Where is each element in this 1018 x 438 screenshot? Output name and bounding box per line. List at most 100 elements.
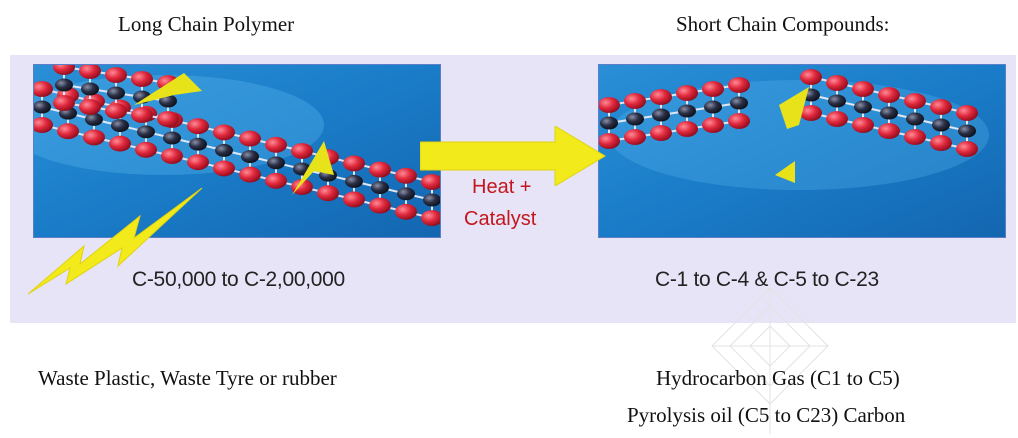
red-atom	[904, 129, 926, 145]
red-atom	[79, 65, 101, 79]
red-atom	[131, 107, 153, 123]
carbon-atom	[958, 124, 976, 138]
red-atom	[599, 97, 620, 113]
carbon-atom	[600, 116, 618, 130]
red-atom	[702, 117, 724, 133]
carbon-atom	[241, 150, 259, 164]
red-atom	[53, 95, 75, 111]
short-chain-carbon-range: C-1 to C-4 & C-5 to C-23	[655, 268, 879, 291]
carbon-atom	[85, 112, 103, 126]
red-atom	[317, 185, 339, 202]
red-atom	[956, 141, 978, 157]
red-atom	[53, 65, 75, 75]
carbon-atom	[81, 82, 99, 96]
red-atom	[852, 117, 874, 133]
feedstock-label: Waste Plastic, Waste Tyre or rubber	[38, 366, 337, 390]
carbon-atom	[626, 112, 644, 126]
red-atom	[852, 81, 874, 97]
red-atom	[599, 133, 620, 149]
red-atom	[131, 71, 153, 87]
red-atom	[702, 81, 724, 97]
carbon-atom	[159, 94, 177, 108]
red-atom	[157, 111, 179, 127]
red-atom	[105, 67, 127, 83]
red-atom	[395, 167, 417, 184]
red-atom	[109, 135, 131, 152]
red-atom	[265, 136, 287, 153]
polymer-chain	[34, 65, 440, 226]
red-atom	[83, 129, 105, 146]
red-atom	[650, 89, 672, 105]
red-atom	[676, 121, 698, 137]
long-chain-polymer-image	[33, 64, 441, 238]
carbon-atom	[730, 96, 748, 110]
carbon-atom	[932, 118, 950, 132]
red-atom	[34, 117, 53, 133]
red-atom	[105, 103, 127, 119]
product-oil-label: Pyrolysis oil (C5 to C23) Carbon	[627, 403, 906, 427]
watermark-graphic	[711, 287, 829, 434]
red-atom	[728, 113, 750, 129]
carbon-atom	[215, 143, 233, 157]
carbon-atom	[371, 181, 389, 195]
carbon-atom	[652, 108, 670, 122]
red-atom	[395, 203, 417, 220]
carbon-atom	[854, 100, 872, 114]
red-atom	[239, 166, 261, 183]
red-atom	[79, 99, 101, 115]
red-atom	[187, 118, 209, 135]
red-atom	[624, 93, 646, 109]
lightning-bolt-icon	[27, 187, 203, 295]
carbon-atom	[267, 156, 285, 170]
short-chain-compounds-image	[598, 64, 1006, 238]
red-atom	[239, 130, 261, 147]
red-atom	[624, 129, 646, 145]
carbon-atom	[189, 137, 207, 151]
long-chain-carbon-range: C-50,000 to C-2,00,000	[132, 268, 345, 291]
red-atom	[369, 161, 391, 178]
red-atom	[343, 191, 365, 208]
red-atom	[676, 85, 698, 101]
short-chain-compounds-title: Short Chain Compounds:	[676, 12, 890, 36]
product-gas-label: Hydrocarbon Gas (C1 to C5)	[656, 366, 900, 390]
red-atom	[369, 197, 391, 214]
red-atom	[291, 179, 313, 195]
carbon-atom	[906, 112, 924, 126]
red-atom	[343, 155, 365, 172]
red-atom	[213, 160, 235, 177]
red-atom	[421, 210, 440, 226]
process-arrow	[420, 126, 606, 186]
red-atom	[878, 123, 900, 139]
carbon-atom	[704, 100, 722, 114]
red-atom	[826, 75, 848, 91]
red-atom	[800, 105, 822, 121]
red-atom	[135, 141, 157, 158]
carbon-atom	[163, 131, 181, 145]
red-atom	[904, 93, 926, 109]
red-atom	[930, 135, 952, 151]
red-atom	[57, 123, 79, 140]
red-atom	[213, 124, 235, 141]
red-atom	[826, 111, 848, 127]
carbon-atom	[55, 78, 73, 92]
carbon-atom	[678, 104, 696, 118]
carbon-atom	[34, 100, 51, 114]
heat-label: Heat +	[472, 176, 532, 198]
red-atom	[187, 154, 209, 171]
yellow-bond-marker	[292, 141, 334, 195]
red-atom	[34, 81, 53, 97]
red-atom	[291, 143, 313, 159]
red-atom	[930, 99, 952, 115]
short-chain-fragments	[599, 69, 978, 157]
carbon-atom	[423, 193, 440, 207]
red-atom	[800, 69, 822, 85]
red-atom	[728, 77, 750, 93]
carbon-atom	[397, 187, 415, 201]
yellow-bond-marker	[779, 87, 809, 129]
red-atom	[421, 174, 440, 190]
carbon-atom	[345, 174, 363, 188]
catalyst-label: Catalyst	[464, 208, 537, 230]
carbon-atom	[828, 94, 846, 108]
carbon-atom	[111, 119, 129, 133]
red-atom	[878, 87, 900, 103]
